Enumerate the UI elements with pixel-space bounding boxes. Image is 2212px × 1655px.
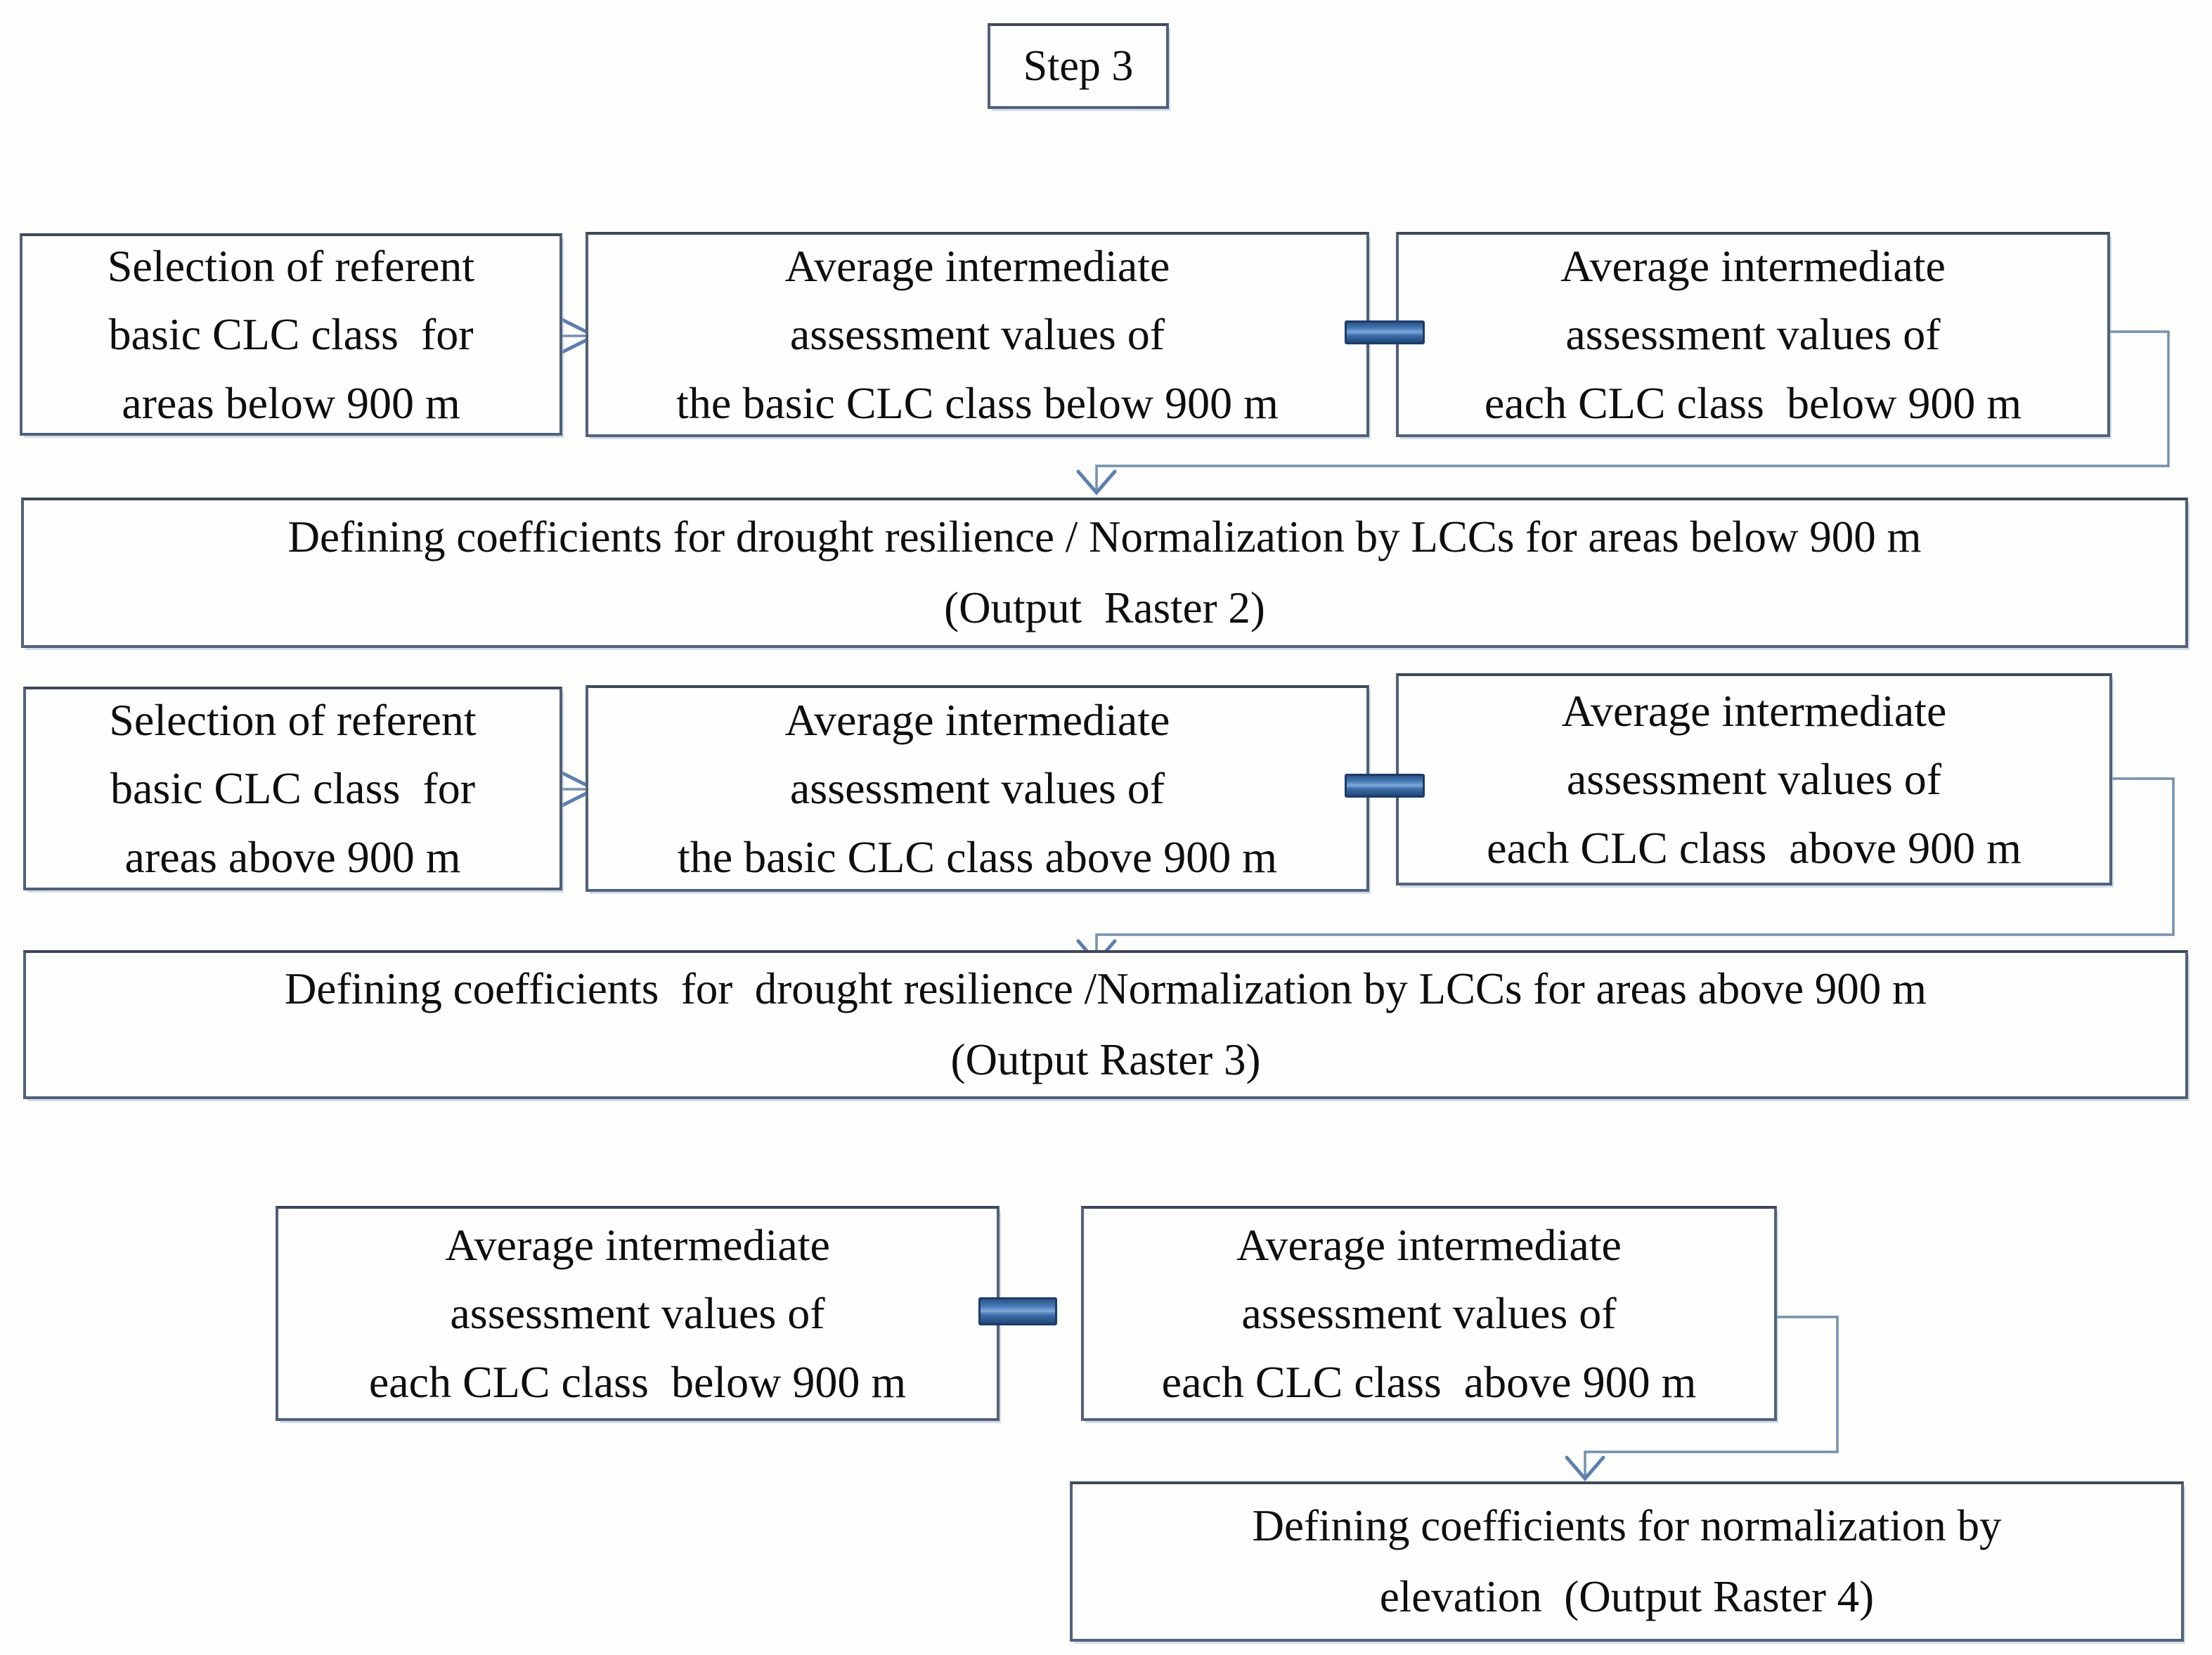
box-select-referent-above: Selection of referent basic CLC class fo… bbox=[23, 687, 562, 890]
box-avg-each-below-2: Average intermediate assessment values o… bbox=[276, 1206, 1000, 1421]
box-output-raster-2: Defining coefficients for drought resili… bbox=[21, 498, 2188, 648]
equals-connector-icon bbox=[978, 1297, 1057, 1325]
box-avg-basic-below: Average intermediate assessment values o… bbox=[586, 232, 1369, 437]
equals-connector-icon bbox=[1345, 320, 1425, 344]
box-avg-each-below: Average intermediate assessment values o… bbox=[1396, 232, 2110, 437]
box-avg-each-above-2: Average intermediate assessment values o… bbox=[1081, 1206, 1777, 1421]
step-title: Step 3 bbox=[988, 23, 1169, 109]
box-avg-basic-above: Average intermediate assessment values o… bbox=[586, 685, 1369, 892]
box-avg-each-above: Average intermediate assessment values o… bbox=[1396, 673, 2112, 885]
box-select-referent-below: Selection of referent basic CLC class fo… bbox=[20, 233, 562, 436]
box-output-raster-3: Defining coefficients for drought resili… bbox=[23, 950, 2188, 1099]
equals-connector-icon bbox=[1345, 774, 1425, 798]
box-output-raster-4: Defining coefficients for normalization … bbox=[1070, 1481, 2184, 1642]
